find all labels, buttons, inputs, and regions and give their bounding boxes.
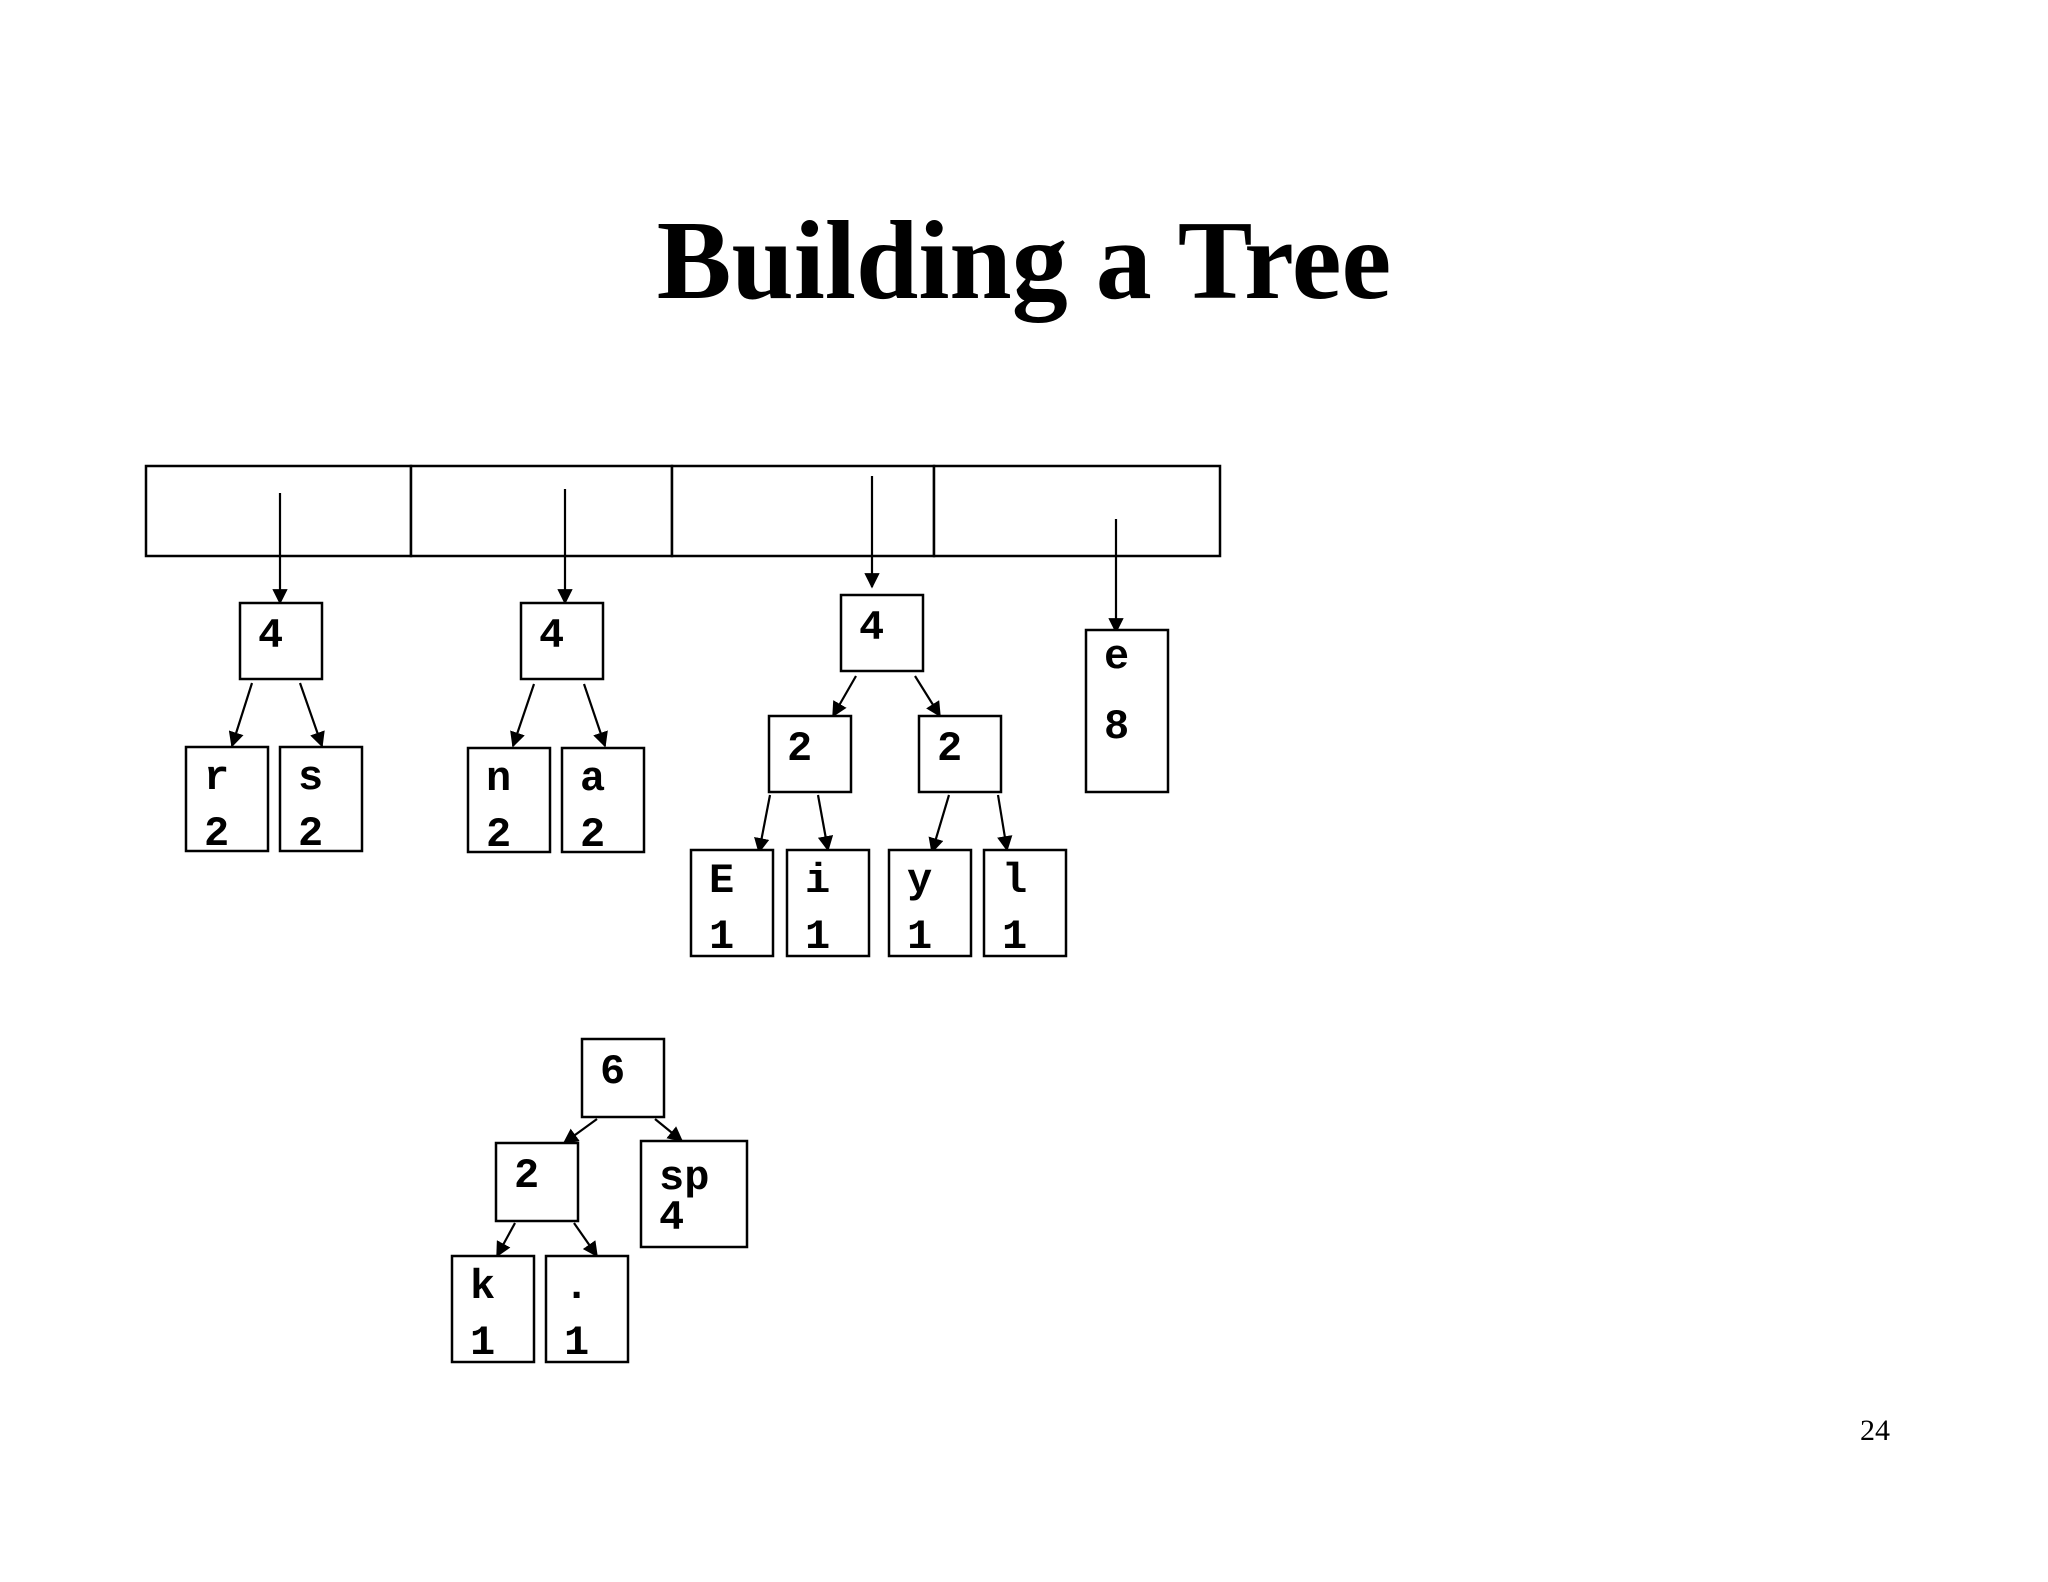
tree-node-t1-root: 4	[238, 601, 324, 681]
node-box	[785, 848, 871, 958]
node-label: n	[486, 755, 511, 803]
edge-t3-l2-to-t3-i	[816, 794, 834, 852]
node-box	[184, 745, 270, 853]
priority-queue	[144, 464, 1222, 558]
queue-slot-1	[144, 464, 413, 558]
node-box	[689, 848, 775, 958]
tree-node-t3-l2: 2	[767, 714, 853, 794]
node-box	[767, 714, 853, 794]
tree-node-t3-l: l1	[982, 848, 1068, 961]
node-weight: 4	[659, 1194, 684, 1242]
node-label: 4	[539, 612, 564, 660]
node-weight: 8	[1104, 703, 1129, 751]
node-label: 4	[859, 604, 884, 652]
edge-t3-r2-to-t3-y	[928, 794, 951, 854]
node-weight: 2	[580, 811, 605, 859]
node-label: a	[580, 755, 605, 803]
node-box	[580, 1037, 666, 1119]
edge-t3-r2-to-t3-l	[996, 794, 1013, 852]
node-weight: 1	[470, 1319, 495, 1367]
tree-node-t5-sp: sp4	[639, 1139, 749, 1249]
node-weight: 2	[486, 811, 511, 859]
node-box	[560, 746, 646, 854]
tree-node-t5-k: k1	[450, 1254, 536, 1367]
edge-t5-root-to-t5-sp	[654, 1118, 684, 1142]
tree-node-t2-n: n2	[466, 746, 552, 859]
tree-node-t4-e: e8	[1084, 628, 1170, 794]
tree-node-t5-root: 6	[580, 1037, 666, 1119]
edge-t1-root-to-t1-s	[298, 682, 325, 748]
queue-slot-4	[932, 464, 1222, 558]
edge-t1-root-to-t1-r	[228, 682, 254, 748]
node-label: 2	[787, 725, 812, 773]
node-weight: 1	[564, 1319, 589, 1367]
tree-node-t5-dot: .1	[544, 1254, 630, 1367]
tree-node-t2-root: 4	[519, 601, 605, 681]
node-box	[450, 1254, 536, 1364]
tree-node-t3-E: E1	[689, 848, 775, 961]
node-box	[982, 848, 1068, 958]
node-label: .	[564, 1263, 589, 1311]
node-label: e	[1104, 633, 1129, 681]
node-label: k	[470, 1263, 495, 1311]
node-label: 4	[258, 612, 283, 660]
page-number: 24	[1860, 1414, 1890, 1447]
queue-slot-3	[670, 464, 936, 558]
tree-node-t1-s: s2	[278, 745, 364, 858]
node-weight: 2	[204, 810, 229, 858]
node-box	[887, 848, 973, 958]
node-label: r	[204, 754, 229, 802]
node-weight: 1	[1002, 913, 1027, 961]
edge-t3-root-to-t3-l2	[832, 675, 857, 718]
node-box	[839, 593, 925, 673]
tree-node-t5-2: 2	[494, 1141, 580, 1223]
node-box	[917, 714, 1003, 794]
edge-t5-2-to-t5-dot	[573, 1222, 598, 1258]
node-box	[639, 1139, 749, 1249]
node-label: 6	[600, 1048, 625, 1096]
edge-t2-root-to-t2-a	[582, 683, 608, 748]
node-box	[278, 745, 364, 853]
node-label: y	[907, 857, 932, 905]
node-box	[238, 601, 324, 681]
tree-node-t1-r: r2	[184, 745, 270, 858]
edge-t2-root-to-t2-n	[510, 683, 536, 748]
node-label: l	[1002, 857, 1027, 905]
edge-t5-2-to-t5-k	[496, 1222, 516, 1258]
node-weight: 1	[805, 913, 830, 961]
node-box	[466, 746, 552, 854]
node-weight: 1	[907, 913, 932, 961]
node-label: 2	[514, 1152, 539, 1200]
tree-edges	[228, 476, 1124, 1258]
node-label: i	[805, 857, 830, 905]
node-weight: 1	[709, 913, 734, 961]
edge-t3-root-to-t3-r2	[914, 675, 941, 718]
node-box	[519, 601, 605, 681]
tree-node-t2-a: a2	[560, 746, 646, 859]
node-label: E	[709, 857, 734, 905]
tree-node-t3-i: i1	[785, 848, 871, 961]
node-box	[494, 1141, 580, 1223]
tree-node-t3-root: 4	[839, 593, 925, 673]
tree-node-t3-y: y1	[887, 848, 973, 961]
tree-node-t3-r2: 2	[917, 714, 1003, 794]
slide-title: Building a Tree	[656, 199, 1392, 323]
node-label: 2	[937, 725, 962, 773]
node-weight: 2	[298, 810, 323, 858]
edge-t3-l2-to-t3-E	[754, 794, 772, 854]
edge-t5-root-to-t5-2	[562, 1118, 598, 1144]
node-box	[544, 1254, 630, 1364]
node-box	[1084, 628, 1170, 794]
queue-slot-2	[409, 464, 674, 558]
node-label: sp	[659, 1154, 709, 1202]
node-label: s	[298, 754, 323, 802]
